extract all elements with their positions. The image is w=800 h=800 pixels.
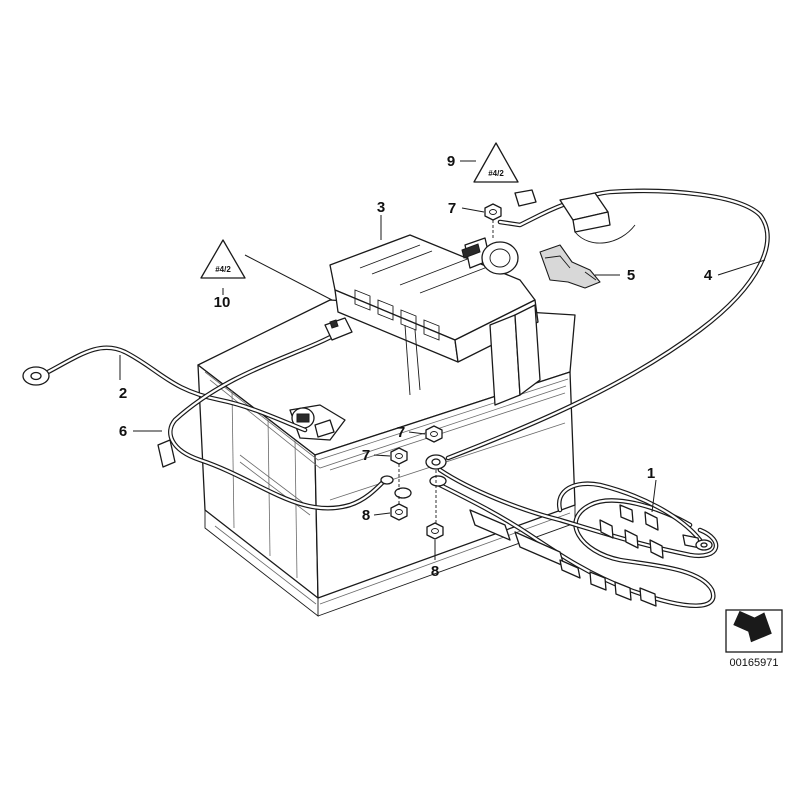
distribution-box[interactable] bbox=[329, 234, 541, 406]
cable-1[interactable] bbox=[394, 467, 719, 608]
callout-4: 4 bbox=[704, 267, 713, 284]
cable-2[interactable] bbox=[22, 345, 308, 433]
nut-8a[interactable] bbox=[390, 503, 408, 521]
callout-2: 2 bbox=[119, 385, 127, 402]
callout-1: 1 bbox=[647, 465, 655, 482]
cable-6[interactable] bbox=[157, 317, 394, 511]
warning-glyph-9: #4/2 bbox=[488, 169, 504, 178]
callout-6: 6 bbox=[119, 423, 127, 440]
nut-7c[interactable] bbox=[390, 447, 408, 465]
nut-7a[interactable] bbox=[484, 203, 502, 221]
direction-arrow-icon bbox=[725, 609, 783, 653]
callout-5: 5 bbox=[627, 267, 635, 284]
warning-glyph-10: #4/2 bbox=[215, 265, 231, 274]
callout-3: 3 bbox=[377, 199, 385, 216]
callout-8b: 8 bbox=[431, 563, 439, 580]
terminal-cover[interactable] bbox=[539, 244, 601, 289]
callout-9: 9 bbox=[447, 153, 455, 170]
callout-7b: 7 bbox=[397, 424, 405, 441]
cable-4[interactable] bbox=[425, 188, 770, 470]
warning-triangle-10: #4/2 bbox=[200, 239, 246, 279]
callout-7c: 7 bbox=[362, 447, 370, 464]
callout-7a: 7 bbox=[448, 200, 456, 217]
warning-triangle-9: #4/2 bbox=[473, 142, 519, 183]
callout-8a: 8 bbox=[362, 507, 370, 524]
callout-leaders bbox=[119, 160, 766, 560]
nut-7b[interactable] bbox=[425, 425, 443, 443]
diagram-number: 00165971 bbox=[730, 657, 779, 669]
nut-8b[interactable] bbox=[426, 522, 444, 540]
callout-10: 10 bbox=[214, 294, 231, 311]
